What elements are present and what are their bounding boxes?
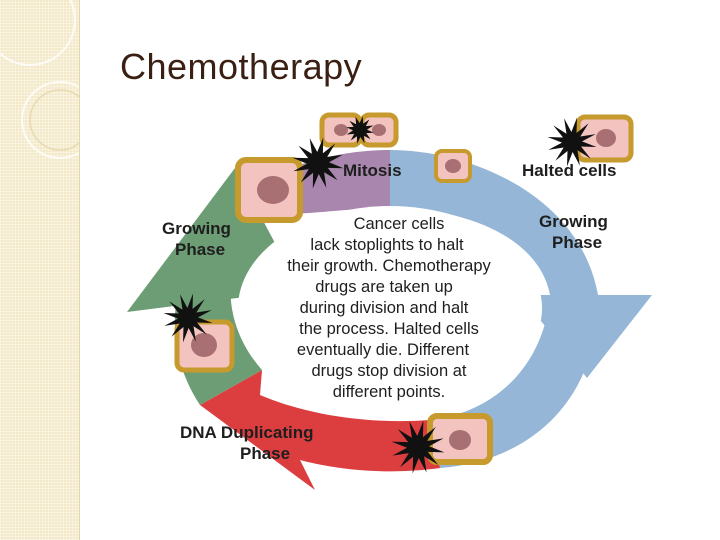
cell-dna-phase <box>427 413 493 465</box>
decorative-left-band <box>0 0 80 540</box>
slide-title: Chemotherapy <box>120 46 363 87</box>
decorative-circles <box>0 0 79 159</box>
label-dna-line2: Phase <box>240 444 290 463</box>
chemo-burst-icon <box>547 117 597 167</box>
center-text-line-2: lack stoplights to halt <box>310 236 464 254</box>
cell-mitosis-small <box>434 149 472 183</box>
label-halted-cells: Halted cells <box>522 161 617 180</box>
label-growing-left-line2: Phase <box>175 240 225 259</box>
label-growing-right-line2: Phase <box>552 233 602 252</box>
center-text-line-1: Cancer cells <box>354 215 445 233</box>
cell-growing-left <box>174 319 235 373</box>
cell-growing-top <box>235 157 303 223</box>
label-dna-line1: DNA Duplicating <box>180 423 313 442</box>
chemo-bursts <box>163 116 597 474</box>
cell-cycle-diagram: Mitosis Halted cells Growing Phase Growi… <box>127 112 652 490</box>
label-growing-left-line1: Growing <box>162 219 231 238</box>
chemo-burst-icon <box>346 116 374 144</box>
center-text-line-8: drugs stop division at <box>311 362 466 380</box>
center-text-line-9: different points. <box>333 383 446 401</box>
center-text-line-7: eventually die. Different <box>297 341 470 359</box>
label-mitosis: Mitosis <box>343 161 402 180</box>
cycle-center <box>238 206 542 410</box>
center-text-line-3: their growth. Chemotherapy <box>287 257 491 275</box>
center-text-line-4: drugs are taken up <box>315 278 453 296</box>
chemo-burst-icon <box>391 420 445 474</box>
label-growing-right-line1: Growing <box>539 212 608 231</box>
center-text-line-5: during division and halt <box>300 299 469 317</box>
dna-duplicating-arrow <box>200 370 440 490</box>
center-text-line-6: the process. Halted cells <box>299 320 479 338</box>
chemo-burst-icon <box>292 137 344 189</box>
chemo-burst-icon <box>163 293 213 343</box>
